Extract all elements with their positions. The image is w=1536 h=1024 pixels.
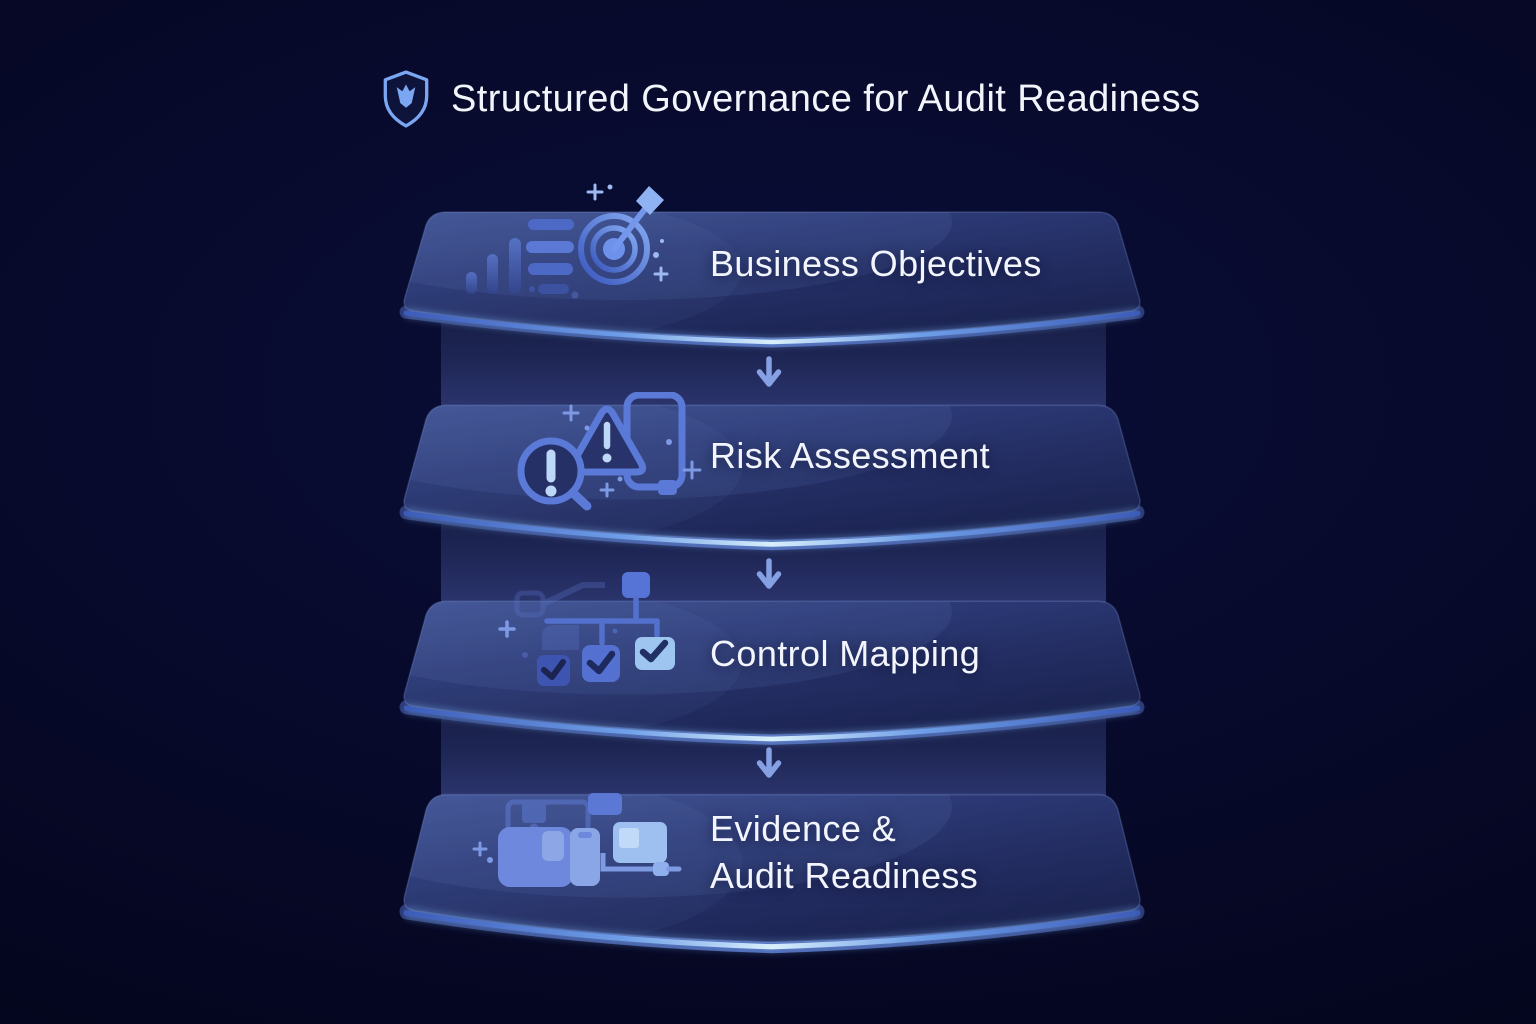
warning-magnifier-icon	[495, 391, 705, 537]
layer-label-risk-assessment: Risk Assessment	[710, 435, 991, 476]
shield-check-icon	[383, 70, 429, 128]
target-dart-icon	[438, 175, 688, 345]
layer-label-evidence-audit: Evidence & Audit Readiness	[710, 808, 979, 896]
layer-label-control-mapping: Control Mapping	[710, 633, 981, 674]
header: Structured Governance for Audit Readines…	[379, 66, 1200, 132]
layer-label-business-objectives: Business Objectives	[710, 243, 1042, 284]
checklist-flowchart-icon	[495, 563, 700, 713]
evidence-stack-icon	[472, 783, 702, 913]
page-title: Structured Governance for Audit Readines…	[451, 77, 1201, 120]
